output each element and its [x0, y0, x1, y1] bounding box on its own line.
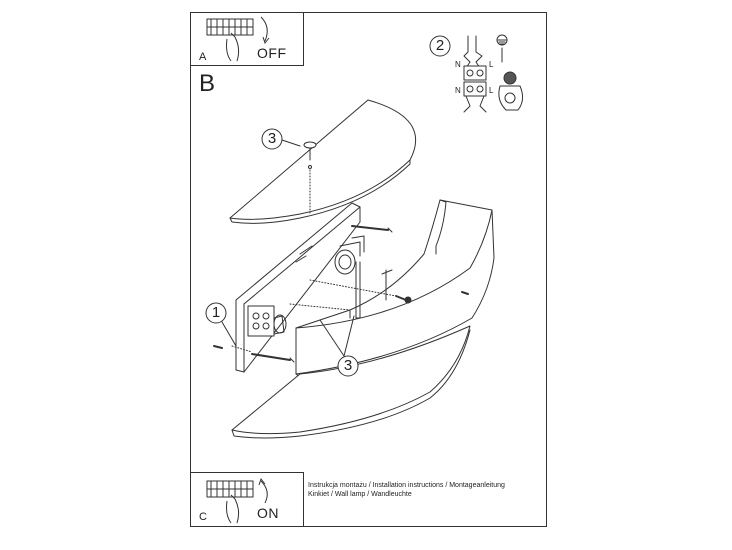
terminal-block	[247, 305, 287, 337]
step-a-label: A	[199, 51, 207, 63]
mounting-plate	[235, 202, 361, 373]
step-a-panel: A OFF	[190, 12, 304, 66]
terminal-n-top: N	[455, 60, 461, 69]
terminal-off-icon	[206, 16, 270, 62]
terminal-l-bottom: L	[489, 86, 494, 95]
bottom-cover	[231, 325, 471, 439]
top-cover	[229, 99, 417, 224]
diagram-frame	[190, 12, 547, 527]
screw-small-right	[461, 291, 469, 295]
terminal-l-top: L	[489, 60, 494, 69]
callout-circle-1	[205, 302, 227, 324]
screw-small-left	[213, 345, 223, 349]
screw-wall-lower	[251, 353, 295, 363]
callout-1: 1	[211, 304, 221, 321]
lamp-socket	[334, 235, 365, 275]
footer-line-1: Instrukcja montażu / Installation instru…	[308, 482, 505, 489]
alignment-lines	[231, 169, 397, 353]
step-c-label: C	[199, 511, 207, 523]
callout-circle-3-top	[261, 128, 283, 150]
callout-3-bottom: 3	[343, 357, 353, 374]
lamp-body-shell	[295, 199, 495, 378]
callout-circle-3-bottom	[337, 355, 359, 377]
off-label: OFF	[257, 45, 287, 61]
connection-diagram	[429, 34, 524, 113]
step-2-number: 2	[435, 37, 445, 54]
terminal-on-icon	[206, 477, 268, 524]
on-label: ON	[257, 505, 279, 521]
screw-wall-upper	[351, 225, 393, 233]
step-b-label: B	[199, 70, 216, 97]
terminal-n-bottom: N	[455, 86, 461, 95]
callout-3-top: 3	[267, 130, 277, 147]
screw-top	[303, 141, 317, 169]
screw-side	[395, 295, 412, 304]
step-c-panel: C ON	[190, 472, 304, 527]
footer-line-2: Kinkiet / Wall lamp / Wandleuchte	[308, 491, 412, 498]
